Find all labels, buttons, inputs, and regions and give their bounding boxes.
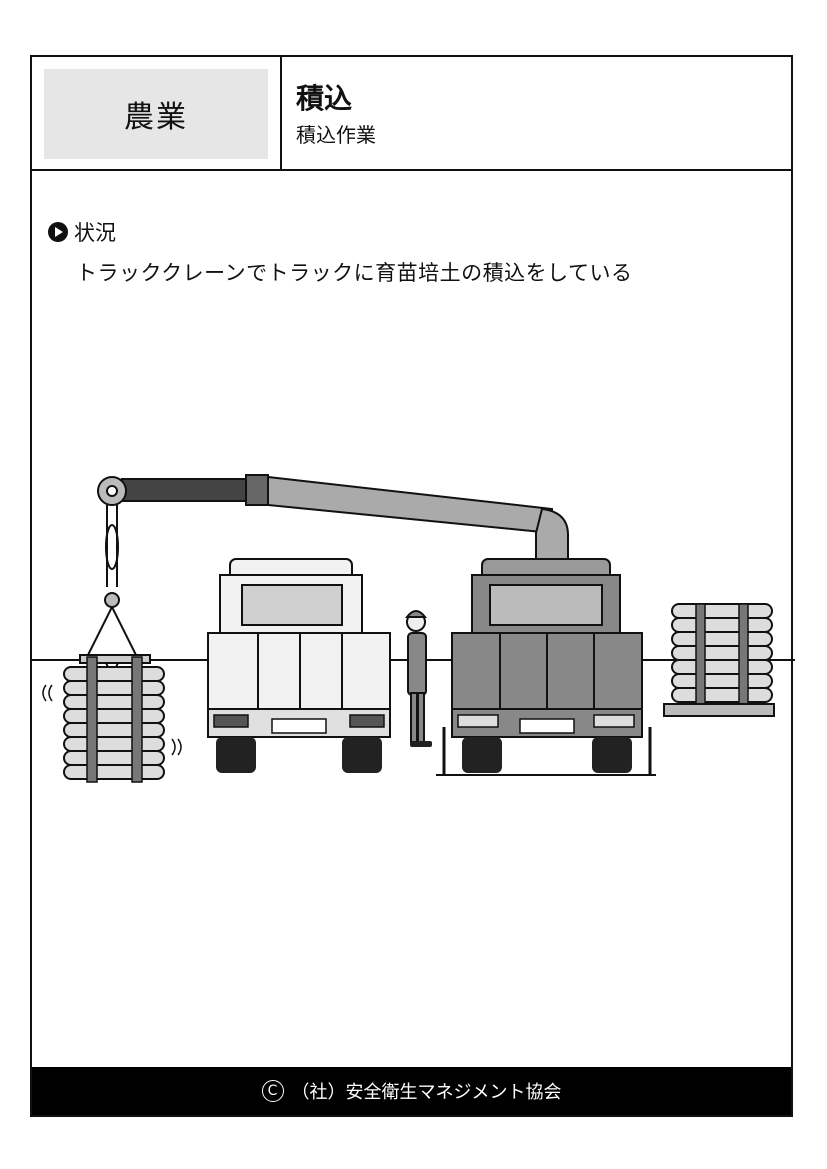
page-title: 積込 xyxy=(296,82,353,115)
truck-right xyxy=(436,558,656,776)
situation-heading: 状況 xyxy=(48,217,116,247)
copyright-icon: C xyxy=(261,1080,284,1102)
pallet-stack xyxy=(663,603,775,717)
situation-label: 状況 xyxy=(74,221,116,245)
worker xyxy=(404,610,432,747)
situation-text: トラッククレーンでトラックに育苗培土の積込をしている xyxy=(76,261,633,285)
card: 農業 積込 積込作業 状況 トラッククレーンでトラックに育苗培土の積込をしている xyxy=(30,55,795,1117)
header: 農業 積込 積込作業 xyxy=(32,57,791,171)
truck-left xyxy=(207,558,391,773)
category-label: 農業 xyxy=(124,100,188,135)
play-icon xyxy=(48,222,68,242)
hanging-cargo xyxy=(42,654,182,783)
footer-text: （社）安全衛生マネジメント協会 xyxy=(291,1082,562,1103)
footer: C （社）安全衛生マネジメント協会 xyxy=(32,1067,791,1115)
header-divider xyxy=(280,57,282,169)
illustration xyxy=(32,474,795,783)
category-box: 農業 xyxy=(44,69,268,159)
page-subtitle: 積込作業 xyxy=(296,123,376,147)
